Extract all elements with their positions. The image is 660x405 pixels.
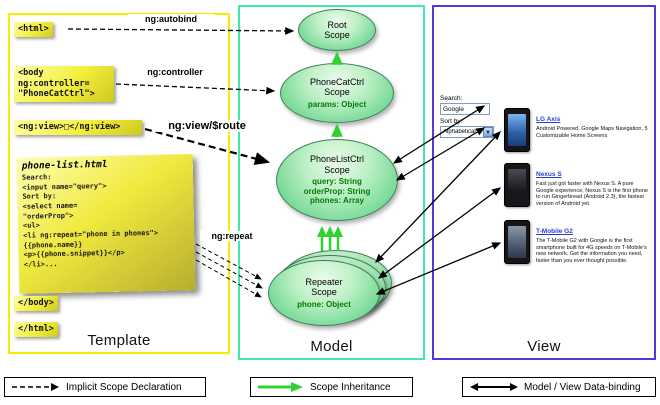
note-title: phone-list.html bbox=[21, 158, 108, 172]
scope-props: phone: Object bbox=[297, 299, 351, 309]
view-panel: Search: Sort by: Alphabetical ▼ LG Axis … bbox=[432, 5, 656, 360]
legend-label: Model / View Data-binding bbox=[524, 381, 641, 393]
phone-image bbox=[504, 163, 530, 207]
scope-title: Root Scope bbox=[324, 19, 350, 40]
label-ng-controller: ng:controller bbox=[130, 67, 220, 77]
scope-title: PhoneListCtrl Scope bbox=[309, 154, 365, 175]
repeater-scope: Repeater Scope phone: Object bbox=[268, 260, 380, 326]
phone-image bbox=[504, 108, 530, 152]
phonelistctrl-scope: PhoneListCtrl Scope query: String orderP… bbox=[276, 139, 398, 221]
double-arrow-icon bbox=[470, 383, 518, 391]
model-panel: Root Scope PhoneCatCtrl Scope params: Ob… bbox=[238, 5, 425, 360]
phone-description: Android Powered, Google Maps Navigation,… bbox=[536, 126, 648, 139]
legend-data-binding: Model / View Data-binding bbox=[462, 377, 656, 397]
legend-label: Implicit Scope Declaration bbox=[66, 381, 182, 393]
sort-label: Sort by: bbox=[440, 118, 463, 125]
note-code: Search: <input name="query"> Sort by: <s… bbox=[21, 173, 159, 269]
label-ng-view-route: ng:view/$route bbox=[152, 120, 262, 132]
view-panel-label: View bbox=[527, 338, 561, 355]
root-scope: Root Scope bbox=[298, 9, 376, 51]
html-open-tag: <html> bbox=[14, 22, 53, 37]
green-arrow-icon bbox=[258, 382, 303, 392]
label-ng-autobind: ng:autobind bbox=[128, 14, 214, 24]
scope-title: PhoneCatCtrl Scope bbox=[309, 76, 365, 98]
label-ng-repeat: ng:repeat bbox=[200, 231, 264, 241]
template-panel: <html> <body ng:controller= "PhoneCatCtr… bbox=[8, 13, 230, 354]
phone-screen bbox=[508, 169, 526, 201]
dashed-arrow-icon bbox=[12, 383, 59, 391]
legend-scope-inheritance: Scope Inheritance bbox=[250, 377, 413, 397]
search-input[interactable] bbox=[440, 103, 490, 115]
model-panel-label: Model bbox=[310, 338, 353, 355]
body-open-tag: <body ng:controller= "PhoneCatCtrl"> bbox=[14, 66, 114, 102]
html-close-tag: </html> bbox=[14, 322, 58, 337]
phone-screen bbox=[508, 114, 526, 146]
phone-row: LG Axis Android Powered, Google Maps Nav… bbox=[504, 108, 652, 152]
scope-title: Repeater Scope bbox=[305, 276, 343, 298]
phone-image bbox=[504, 220, 530, 264]
sort-select[interactable]: Alphabetical ▼ bbox=[440, 126, 494, 138]
legend-implicit-scope: Implicit Scope Declaration bbox=[4, 377, 206, 397]
phone-name-link[interactable]: T-Mobile G2 bbox=[536, 228, 573, 235]
phone-description: Fast just got faster with Nexus S. A pur… bbox=[536, 181, 648, 208]
legend-label: Scope Inheritance bbox=[310, 381, 391, 393]
phone-list-note: phone-list.html Search: <input name="que… bbox=[16, 154, 196, 294]
phone-name-link[interactable]: LG Axis bbox=[536, 116, 561, 123]
body-close-tag: </body> bbox=[14, 296, 58, 311]
ngview-tag: <ng:view>□</ng:view> bbox=[14, 120, 142, 135]
phone-description: The T-Mobile G2 with Google is the first… bbox=[536, 238, 647, 265]
chevron-down-icon[interactable]: ▼ bbox=[483, 127, 493, 137]
sort-select-value: Alphabetical bbox=[443, 129, 476, 135]
phonecatctrl-scope: PhoneCatCtrl Scope params: Object bbox=[280, 63, 394, 123]
search-label: Search: bbox=[440, 95, 463, 102]
phone-screen bbox=[508, 226, 526, 258]
phone-name-link[interactable]: Nexus S bbox=[536, 171, 562, 178]
scope-props: query: String orderProp: String phones: … bbox=[303, 176, 371, 206]
template-panel-label: Template bbox=[87, 332, 151, 349]
phone-row: Nexus S Fast just got faster with Nexus … bbox=[504, 163, 652, 208]
phone-row: T-Mobile G2 The T-Mobile G2 with Google … bbox=[504, 220, 652, 265]
scope-props: params: Object bbox=[307, 99, 367, 109]
